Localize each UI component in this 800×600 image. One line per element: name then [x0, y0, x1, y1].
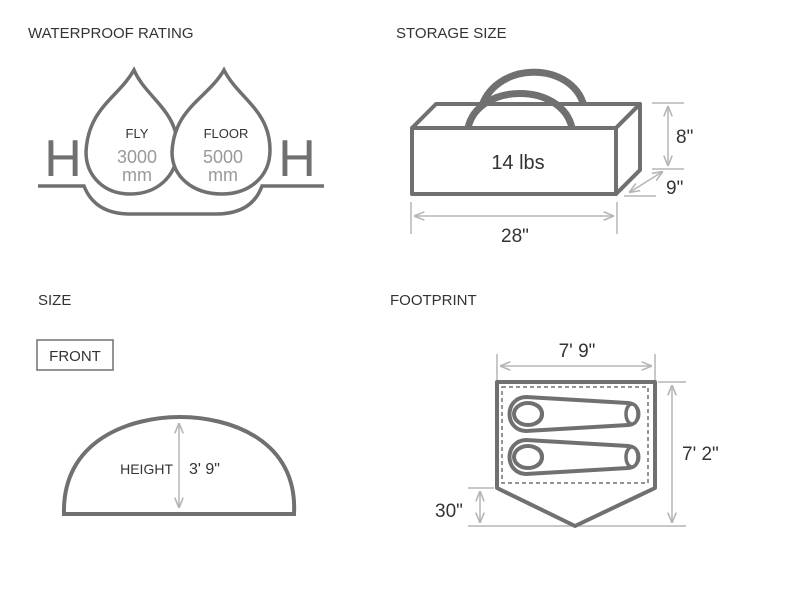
storage-dimension-lines: [410, 102, 684, 234]
front-view-button-label: FRONT: [49, 348, 101, 365]
floor-unit: mm: [208, 165, 238, 185]
inner-tent-outline: [501, 386, 649, 484]
size-title: SIZE: [38, 292, 71, 309]
bag-height-value: 8": [676, 127, 693, 148]
floor-label: FLOOR: [204, 126, 249, 141]
sleeping-bag-icon: [507, 394, 641, 434]
footprint-length-value: 7' 2": [682, 444, 719, 465]
fly-unit: mm: [122, 165, 152, 185]
footprint-width-value: 7' 9": [559, 341, 596, 362]
sleeping-bag-icon: [507, 437, 641, 477]
waterproof-title: WATERPROOF RATING: [28, 25, 194, 42]
fly-value: 3000: [117, 147, 157, 167]
front-view-button[interactable]: FRONT: [36, 339, 114, 371]
waterproof-icon: [38, 66, 324, 216]
bag-length-value: 28": [501, 226, 529, 247]
tent-height-label: HEIGHT: [120, 461, 173, 477]
duffel-bag-icon: [410, 68, 642, 196]
storage-title: STORAGE SIZE: [396, 25, 507, 42]
footprint-vestibule-value: 30": [435, 501, 463, 522]
fly-label: FLY: [126, 126, 149, 141]
bag-depth-value: 9": [666, 178, 683, 199]
tent-height-value: 3' 9": [189, 461, 220, 478]
footprint-dimension-lines: [468, 354, 686, 527]
bag-weight: 14 lbs: [491, 152, 544, 174]
h-glyph-left: H: [44, 130, 82, 188]
footprint-title: FOOTPRINT: [390, 292, 477, 309]
h-glyph-right: H: [278, 130, 316, 188]
floor-value: 5000: [203, 147, 243, 167]
